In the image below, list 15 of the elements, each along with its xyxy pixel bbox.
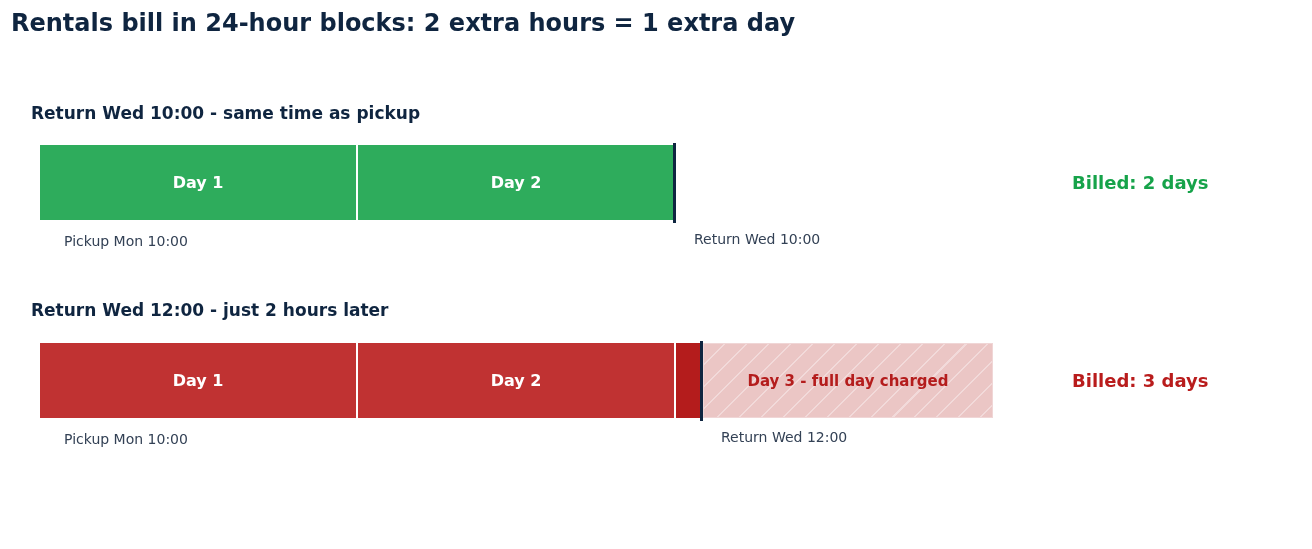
billed-total: Billed: 2 days (1072, 171, 1209, 194)
pickup-time-label: Pickup Mon 10:00 (64, 232, 188, 250)
day-segment: Day 1 (40, 145, 356, 220)
pickup-time-label: Pickup Mon 10:00 (64, 430, 188, 448)
section-heading: Return Wed 10:00 - same time as pickup (31, 103, 421, 124)
return-time-label: Return Wed 10:00 (694, 230, 821, 248)
extra-hours-segment (676, 343, 701, 418)
section-heading: Return Wed 12:00 - just 2 hours later (31, 300, 389, 321)
chart-title: Rentals bill in 24-hour blocks: 2 extra hours = 1 extra day (11, 8, 796, 38)
billed-total: Billed: 3 days (1072, 369, 1209, 392)
return-time-label: Return Wed 12:00 (721, 428, 848, 446)
day-segment: Day 1 (40, 343, 356, 418)
charged-day-segment: Day 3 - full day charged (703, 343, 993, 418)
day-segment: Day 2 (358, 145, 674, 220)
day-segment: Day 2 (358, 343, 674, 418)
